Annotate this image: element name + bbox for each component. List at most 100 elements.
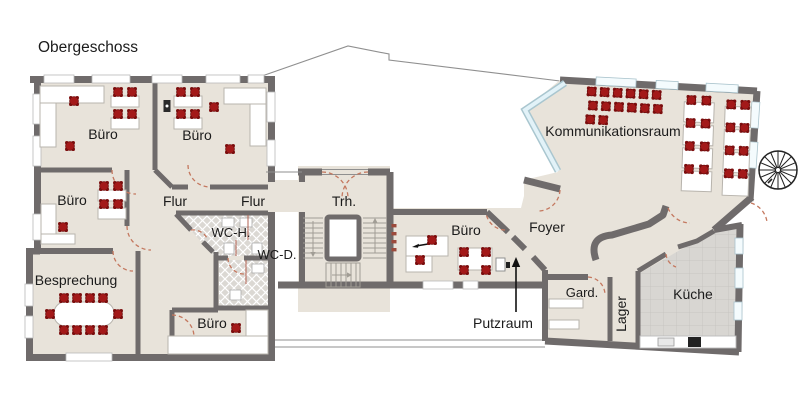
chair-icon (738, 145, 750, 157)
chair-icon (738, 122, 751, 134)
label-flur-west: Flur (163, 193, 187, 209)
chair-icon (189, 86, 201, 98)
chair-icon (724, 121, 737, 133)
left-block-windows (24, 74, 276, 362)
chair-icon (71, 324, 83, 336)
staircase-icon (303, 214, 387, 288)
furniture-right (548, 101, 752, 349)
label-buero-mid-left: Büro (57, 192, 87, 208)
chair-icon (639, 102, 651, 114)
chair-icon (458, 246, 470, 258)
chair-icon (112, 308, 124, 320)
chair-icon (126, 86, 138, 98)
chair-icon (112, 198, 124, 210)
conference-table (53, 301, 115, 327)
label-buero-bottom: Büro (197, 315, 227, 331)
chair-icon (600, 100, 612, 112)
label-putzraum: Putzraum (473, 315, 533, 331)
glass-wall (520, 80, 567, 173)
chair-icon (683, 163, 695, 175)
chair-icon (68, 95, 80, 107)
room-kueche-floor (638, 228, 736, 348)
chair-icon (208, 101, 220, 113)
label-wc-d: WC-D. (258, 247, 297, 262)
chair-icon (587, 99, 599, 112)
arrow-up-icon (511, 257, 521, 312)
label-buero-top-left: Büro (88, 126, 118, 142)
chair-icon (84, 324, 96, 336)
chair-icon (624, 87, 637, 100)
chair-icon (737, 168, 749, 180)
door-arcs (111, 164, 768, 338)
page-title: Obergeschoss (38, 39, 138, 56)
chair-icon (64, 140, 76, 152)
chair-icon (685, 94, 697, 106)
chair-icon (637, 88, 650, 100)
label-kommunikationsraum: Kommunikationsraum (545, 123, 680, 139)
spiral-staircase-icon (758, 150, 798, 190)
label-trh: Trh. (332, 193, 356, 209)
chair-icon (224, 143, 236, 155)
chair-icon (480, 246, 492, 258)
chair-icon (684, 140, 696, 152)
chair-icon (71, 292, 83, 304)
building-outline (261, 45, 561, 348)
putzraum-door (495, 257, 506, 272)
chair-icon (650, 89, 663, 101)
chair-icon (480, 264, 492, 276)
chair-icon (58, 324, 70, 336)
chair-icon (189, 108, 201, 120)
chair-icon (626, 101, 638, 114)
chair-icon (175, 108, 187, 120)
label-wc-h: WC-H. (212, 225, 251, 240)
sink-icon (657, 337, 675, 347)
chair-icon (723, 167, 735, 179)
chair-icon (700, 94, 712, 107)
chair-icon (426, 234, 438, 246)
label-besprechung: Besprechung (35, 272, 118, 288)
wc-fixtures (221, 215, 265, 301)
chair-icon (112, 108, 124, 120)
chair-icon (685, 117, 697, 129)
chair-icon (97, 292, 109, 304)
chair-icon (230, 322, 242, 334)
chair-icon (598, 86, 611, 98)
chair-icon (611, 87, 624, 99)
chair-icon (44, 308, 56, 320)
label-buero-top-mid: Büro (182, 127, 212, 143)
label-kueche: Küche (673, 286, 713, 302)
label-foyer: Foyer (529, 219, 565, 235)
label-lager: Lager (613, 296, 629, 332)
chair-icon (699, 117, 712, 130)
room-left-block (26, 76, 272, 360)
right-block-walls (520, 76, 761, 356)
stove-icon (688, 337, 701, 347)
chair-icon (414, 254, 426, 266)
radiator-icon (391, 224, 397, 252)
chair-icon (586, 85, 598, 98)
chair-icon (613, 101, 625, 113)
chair-icon (698, 163, 710, 176)
chair-icon (725, 98, 737, 111)
chair-icon (458, 264, 470, 276)
chair-icon (126, 108, 138, 120)
chairs-buero-bottom (230, 322, 242, 334)
chair-icon (98, 180, 110, 192)
chair-icon (739, 99, 751, 111)
chair-icon (112, 180, 124, 192)
chair-icon (57, 221, 69, 233)
chair-icon (724, 144, 736, 156)
labels: Obergeschoss Büro Büro Büro Flur Flur WC… (35, 39, 713, 332)
label-buero-center: Büro (451, 222, 481, 238)
corridor-walls (266, 168, 548, 341)
chair-icon (175, 86, 187, 98)
chair-icon (58, 292, 70, 304)
label-gard: Gard. (566, 285, 599, 300)
chair-icon (652, 103, 664, 115)
kitchen-counter (639, 335, 737, 349)
chair-icon (98, 198, 110, 210)
chair-icon (97, 324, 109, 336)
chair-icon (699, 140, 711, 153)
